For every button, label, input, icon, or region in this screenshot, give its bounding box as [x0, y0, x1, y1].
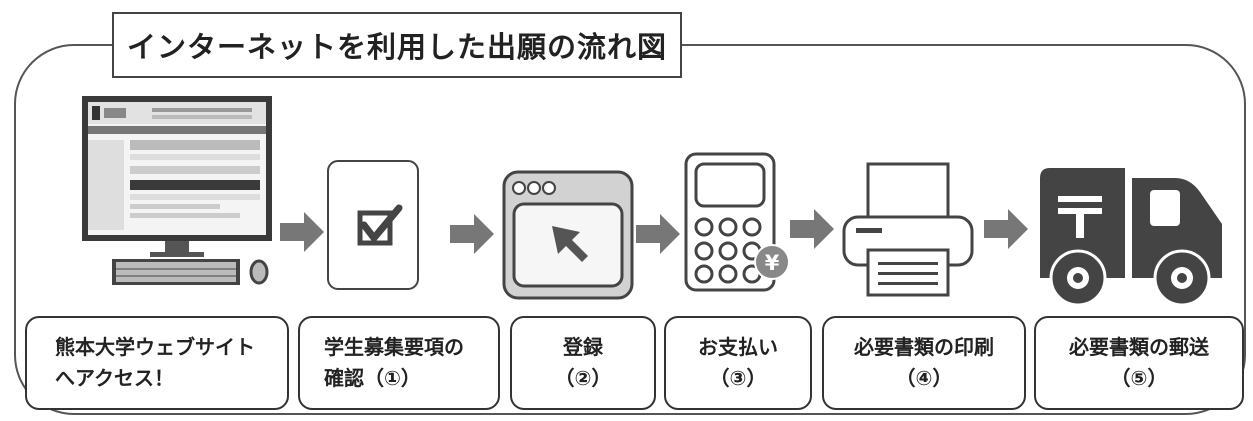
computer-icon [82, 96, 272, 285]
right-arrow-icon [790, 209, 834, 249]
svg-text:¥: ¥ [765, 251, 780, 275]
step-2-label: 学生募集要項の 確認（①） [298, 316, 500, 410]
right-arrow-icon [636, 214, 680, 254]
checkbox-icon [327, 160, 419, 290]
browser-icon [502, 170, 634, 300]
calculator-icon: ¥ [684, 152, 790, 292]
step-6-label: 必要書類の郵送 （⑤） [1034, 316, 1244, 410]
step-1-label: 熊本大学ウェブサイト へアクセス！ [25, 316, 289, 410]
diagram-title: インターネットを利用した出願の流れ図 [112, 12, 682, 78]
right-arrow-icon [450, 214, 494, 254]
right-arrow-icon [280, 212, 324, 252]
step-4-label: お支払い （③） [664, 316, 812, 410]
right-arrow-icon [984, 209, 1028, 249]
postal-truck-icon [1040, 168, 1222, 307]
step-3-label: 登録 （②） [510, 316, 656, 410]
step-5-label: 必要書類の印刷 （④） [822, 316, 1026, 410]
printer-icon [842, 162, 974, 297]
